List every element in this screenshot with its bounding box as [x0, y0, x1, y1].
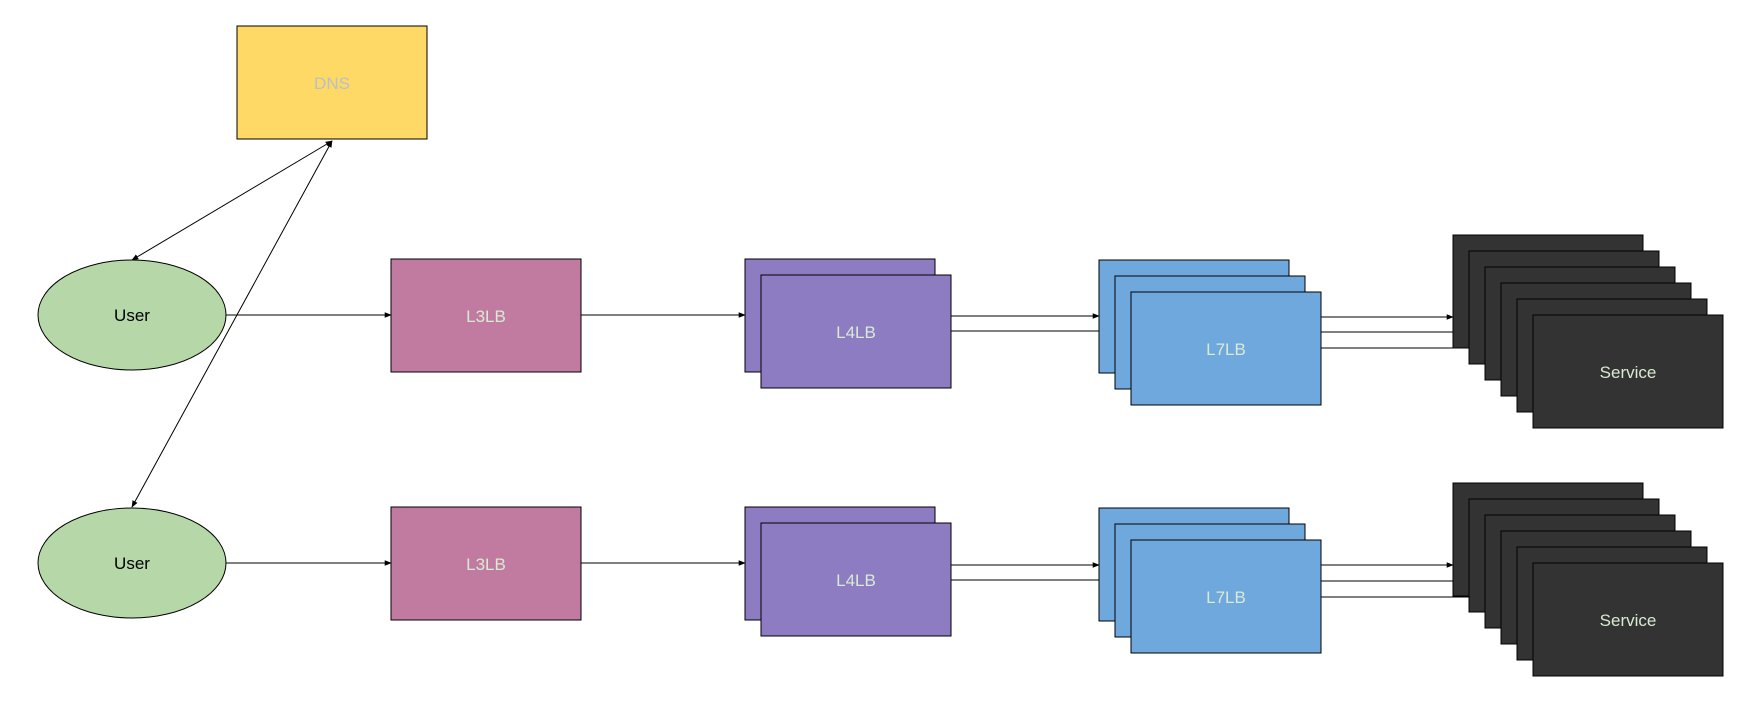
l7lb-box — [1130, 539, 1322, 654]
l3lb-box — [390, 506, 582, 621]
service-label: Service — [1600, 363, 1657, 382]
dns-user-1-connector — [131, 140, 333, 261]
l7lb-label: L7LB — [1206, 340, 1246, 359]
l4lb-label: L4LB — [836, 571, 876, 590]
l4lb-box — [760, 522, 952, 637]
l3lb-box — [390, 258, 582, 373]
dns-label: DNS — [314, 74, 350, 93]
l7lb-label: L7LB — [1206, 588, 1246, 607]
user-label: User — [114, 554, 150, 573]
user-label: User — [114, 306, 150, 325]
l3lb-label: L3LB — [466, 307, 506, 326]
service-box — [1532, 314, 1724, 429]
l7lb-box — [1130, 291, 1322, 406]
dns-user-2-connector — [131, 140, 333, 508]
l4lb-label: L4LB — [836, 323, 876, 342]
l3lb-label: L3LB — [466, 555, 506, 574]
dns-box — [236, 25, 428, 140]
service-box — [1532, 562, 1724, 677]
l4lb-box — [760, 274, 952, 389]
dns-node: DNS — [236, 25, 428, 140]
row-1: User L3LB L4LB L7LB Service — [37, 234, 1724, 429]
service-label: Service — [1600, 611, 1657, 630]
row-2: User L3LB L4LB L7LB Service — [37, 482, 1724, 677]
